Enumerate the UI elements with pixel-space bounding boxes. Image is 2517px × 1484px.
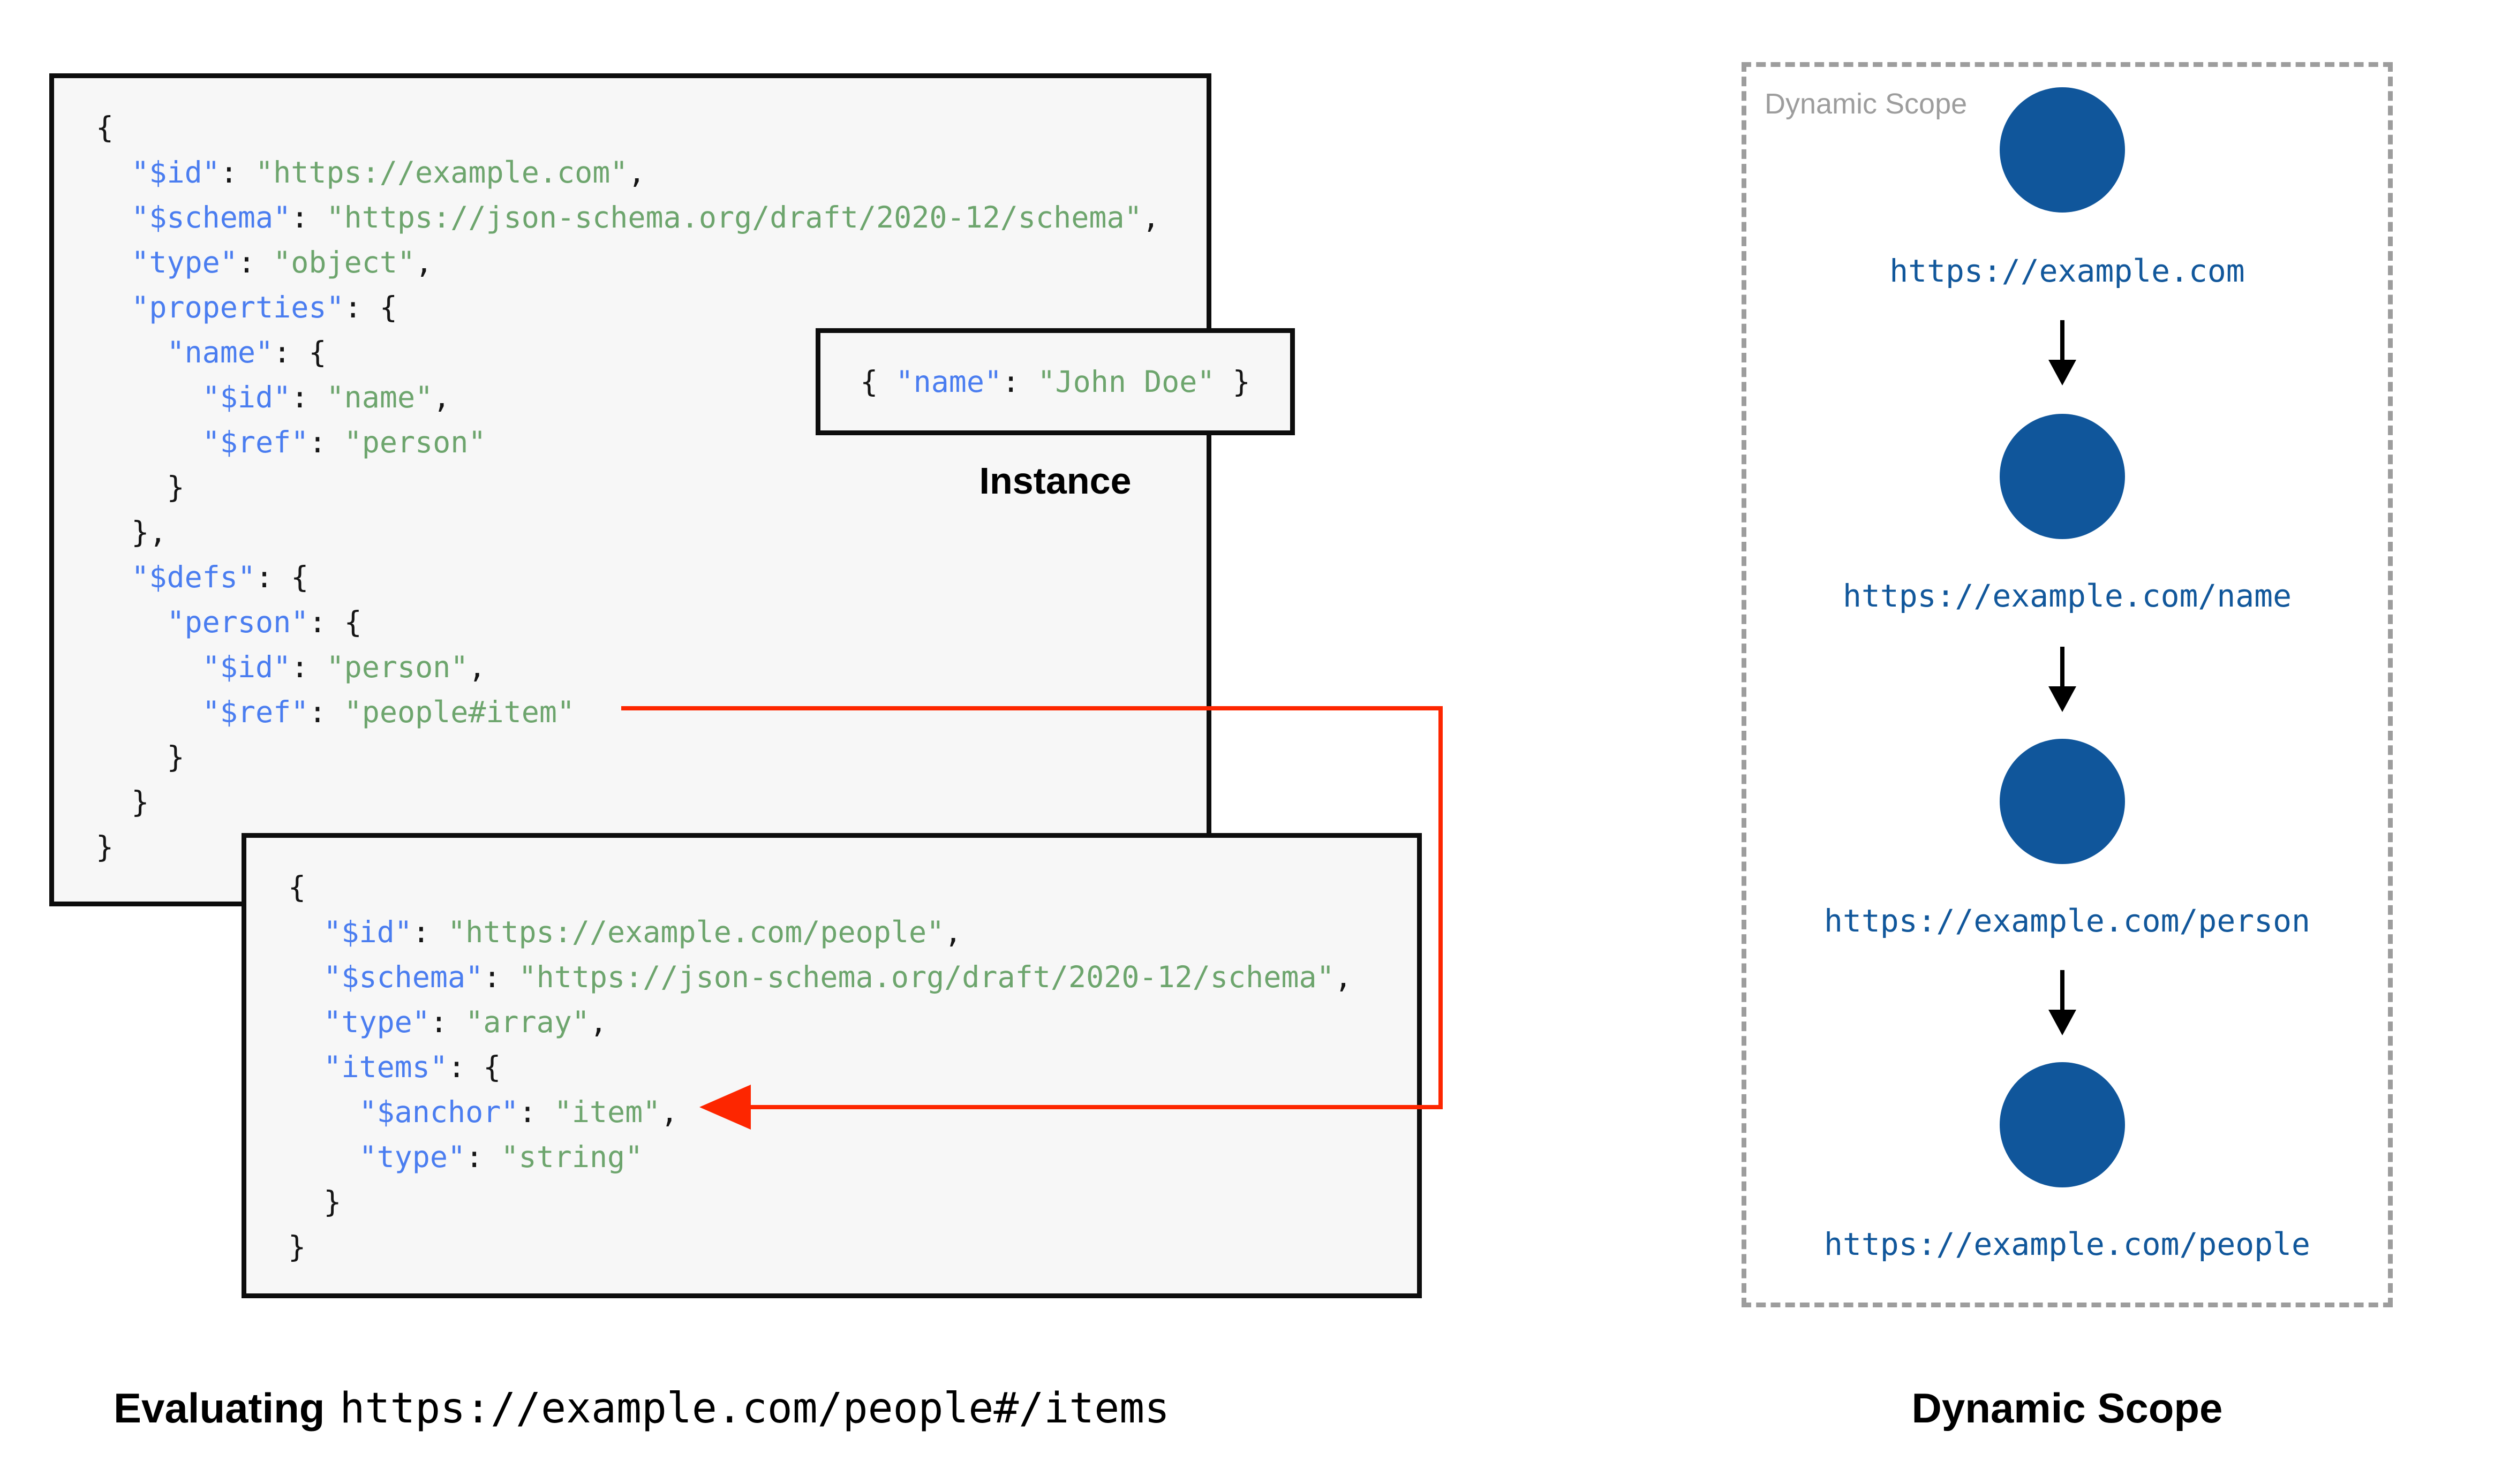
instance-box: { "name": "John Doe" }	[816, 328, 1295, 435]
scope-node-circle-4	[2000, 1062, 2125, 1187]
scope-node-circle-2	[2000, 414, 2125, 539]
scope-node-label-4: https://example.com/people	[1824, 1226, 2310, 1262]
caption-dynamic-scope: Dynamic Scope	[1911, 1384, 2223, 1432]
scope-node-circle-3	[2000, 739, 2125, 864]
schema-root-code: { "$id": "https://example.com", "$schema…	[96, 110, 1160, 864]
instance-code: { "name": "John Doe" }	[860, 365, 1250, 399]
scope-node-label-3: https://example.com/person	[1824, 903, 2310, 939]
schema-box-people: { "$id": "https://example.com/people", "…	[242, 833, 1422, 1298]
scope-node-circle-1	[2000, 87, 2125, 213]
dynamic-scope-panel: Dynamic Scope	[1742, 62, 2393, 1307]
scope-node-label-2: https://example.com/name	[1842, 578, 2292, 614]
dynamic-scope-watermark: Dynamic Scope	[1765, 88, 1968, 120]
scope-node-label-1: https://example.com	[1889, 253, 2245, 289]
schema-people-code: { "$id": "https://example.com/people", "…	[288, 870, 1352, 1264]
caption-evaluating: Evaluating https://example.com/people#/i…	[114, 1380, 1170, 1437]
caption-evaluating-prefix: Evaluating	[114, 1384, 325, 1432]
caption-evaluating-uri: https://example.com/people#/items	[340, 1384, 1170, 1433]
instance-label: Instance	[979, 460, 1132, 502]
